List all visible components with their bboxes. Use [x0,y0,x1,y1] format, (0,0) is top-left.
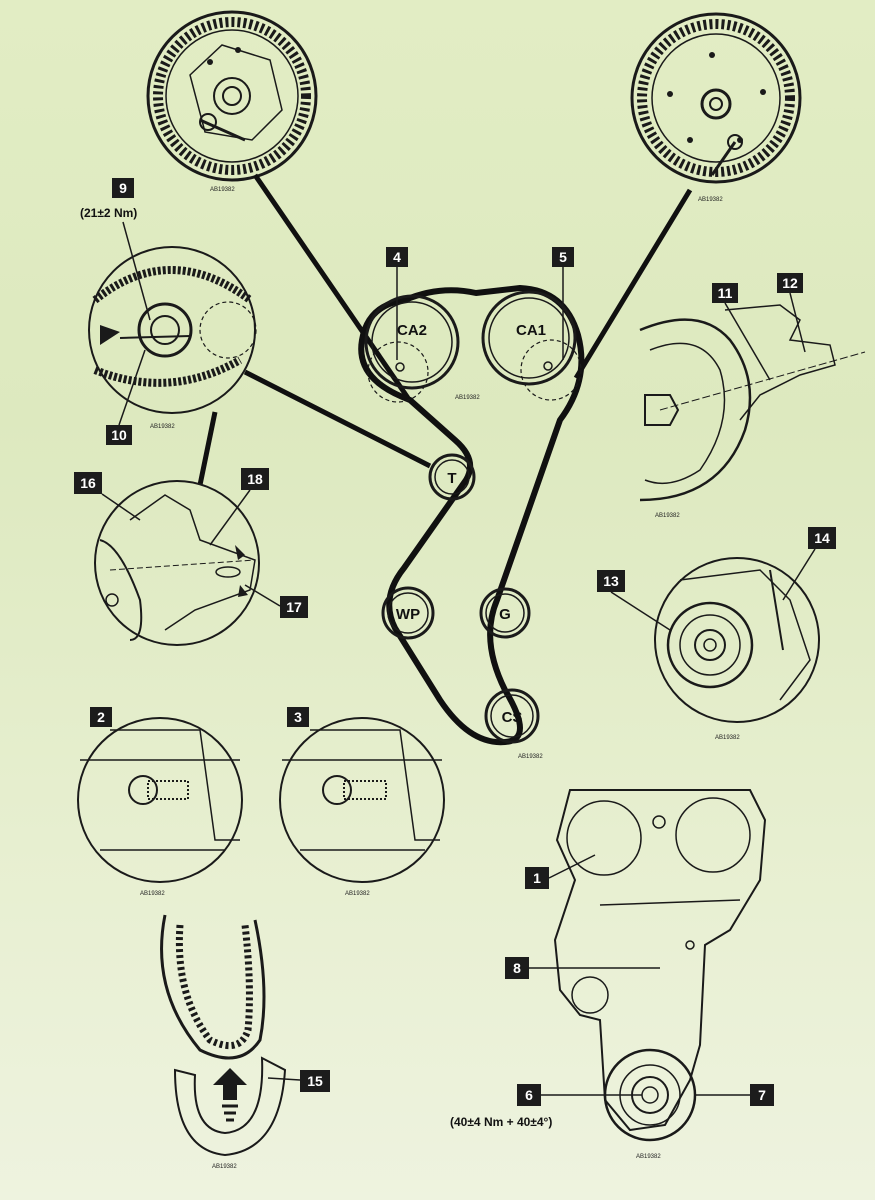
tensioner-pointer-detail: 13 14 AB19382 [597,527,836,741]
callout-2: 2 [97,709,105,725]
leader-line [573,188,693,380]
callout-9: 9 [119,180,127,196]
callout-11: 11 [718,285,733,301]
ca2-label: CA2 [397,322,427,339]
figure-code: AB19382 [210,187,235,193]
tensioner-label: T [447,470,456,487]
ca1-label: CA1 [516,322,546,339]
callout-15: 15 [307,1073,323,1089]
figure-code: AB19382 [345,891,370,897]
callout-4: 4 [386,247,408,360]
callout-13: 13 [603,573,619,589]
figure-code: AB19382 [212,1164,237,1170]
timing-cover-detail: 1 8 6 7 (40±4 Nm + 40±4°) AB19382 [450,789,774,1160]
callout-16: 16 [80,475,96,491]
callout-18: 18 [247,471,263,487]
tensioner-torque: (21±2 Nm) [80,206,137,220]
callout-12: 12 [782,275,798,291]
callout-5: 5 [552,247,574,360]
idler-pulley [479,587,531,639]
leader-line [252,173,411,400]
ca2-pulley [364,294,460,390]
svg-text:4: 4 [393,249,401,265]
ca1-pulley [481,290,577,386]
figure-code: AB19382 [518,754,543,760]
leader-line [243,369,432,469]
figure-code: AB19382 [698,197,723,203]
crankshaft-label: CS [502,709,523,726]
callout-17: 17 [286,599,302,615]
tensioner-arm-detail: 11 12 AB19382 [639,273,866,519]
camshaft-gear-right-detail: AB19382 [630,12,802,203]
locking-pin-detail-2: 2 AB19382 [77,707,243,897]
figure-code: AB19382 [455,395,480,401]
callout-8: 8 [513,960,521,976]
callout-1: 1 [533,870,541,886]
tensioner-alignment-detail: 16 18 17 [74,468,308,646]
belt-direction-detail: 15 AB19382 [160,914,330,1170]
belt-routing: CA2 CA1 AB19382 T WP G CS AB19382 [358,285,585,760]
water-pump-pulley [381,586,435,640]
camshaft-gear-left-detail: AB19382 [146,10,318,193]
callout-10: 10 [111,427,127,443]
tensioner-pulley [428,453,476,501]
figure-code: AB19382 [140,891,165,897]
water-pump-label: WP [396,606,420,623]
locking-pin-detail-3: 3 AB19382 [279,707,445,897]
leader-line [197,411,218,486]
figure-code: AB19382 [636,1154,661,1160]
tensioner-detail: 9 (21±2 Nm) 10 AB19382 [80,178,257,445]
callout-3: 3 [294,709,302,725]
figure-code: AB19382 [655,513,680,519]
idler-label: G [499,606,511,623]
crankshaft-torque: (40±4 Nm + 40±4°) [450,1115,552,1129]
figure-code: AB19382 [150,424,175,430]
figure-code: AB19382 [715,735,740,741]
callout-6: 6 [525,1087,533,1103]
callout-7: 7 [758,1087,766,1103]
crankshaft-pulley [484,688,540,744]
svg-text:5: 5 [559,249,567,265]
callout-14: 14 [814,530,830,546]
